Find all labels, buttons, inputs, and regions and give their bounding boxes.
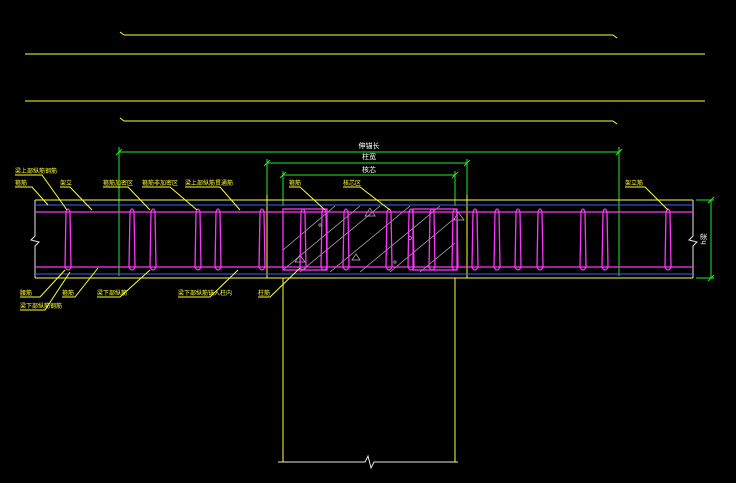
callout-top-mid-1: 箍筋加密区 xyxy=(103,179,133,187)
callout-bot-mid-3: 梁下部纵筋锚入柱内 xyxy=(178,289,232,297)
stirrup-1 xyxy=(64,208,72,271)
stirrup-15 xyxy=(493,208,501,271)
callout-core-2: 核芯区 xyxy=(343,179,361,187)
stirrup-19 xyxy=(601,208,609,271)
callout-bot-left-2: 梁下部纵筋钢筋 xyxy=(20,302,62,310)
callout-top-left-1: 梁上部纵筋钢筋 xyxy=(15,167,57,175)
callout-top-mid-3: 梁上部纵筋贯通筋 xyxy=(185,179,233,187)
stirrup-16 xyxy=(514,208,522,271)
core-stirrup-2 xyxy=(412,208,458,271)
stirrup-6 xyxy=(258,208,266,271)
callout-right-1: 架立筋 xyxy=(625,179,643,187)
stirrup-20 xyxy=(664,208,672,271)
callout-bot-mid-1: 箍筋 xyxy=(62,289,74,297)
core-stirrup-1 xyxy=(282,208,328,271)
callout-bot-col: 柱筋 xyxy=(258,289,270,297)
stirrup-18 xyxy=(579,208,587,271)
column-outline xyxy=(266,195,468,470)
stirrup-5 xyxy=(214,208,222,271)
right-break-line xyxy=(688,200,698,278)
left-break-line xyxy=(30,200,40,278)
dim-column-width-label: 柱宽 xyxy=(362,152,376,161)
stirrup-11 xyxy=(407,208,415,271)
beam-outline xyxy=(30,199,698,279)
callout-top-mid-2: 箍筋非加密区 xyxy=(142,179,178,187)
stirrup-3 xyxy=(149,208,157,271)
stirrup-4 xyxy=(194,208,202,271)
dim-beam-height-label: h梁 xyxy=(699,233,708,244)
callout-core-1: 箍筋 xyxy=(289,179,301,187)
stirrup-12 xyxy=(428,208,436,271)
stirrup-14 xyxy=(471,208,479,271)
stirrup-7 xyxy=(299,208,307,271)
stirrups xyxy=(64,208,672,271)
callout-top-left-3: 架立 xyxy=(60,179,72,187)
stirrup-17 xyxy=(536,208,544,271)
dim-core-label: 核芯 xyxy=(362,165,376,174)
leader-lines xyxy=(15,174,669,311)
callout-labels: 梁上部纵筋钢筋 箍筋 架立 箍筋加密区 箍筋非加密区 梁上部纵筋贯通筋 箍筋 核… xyxy=(15,167,643,310)
callout-bot-left-1: 腰筋 xyxy=(20,289,32,297)
callout-bot-mid-2: 梁下部纵筋 xyxy=(97,289,127,297)
top-reference-lines xyxy=(25,31,705,125)
dimension-beam-height: h梁 xyxy=(696,196,715,282)
stirrup-8 xyxy=(320,208,328,271)
column-break-line xyxy=(278,454,458,470)
dim-overall-label: 伸锚长 xyxy=(359,141,380,150)
core-hatch xyxy=(282,205,465,273)
stirrup-10 xyxy=(385,208,393,271)
dimension-column-width: 柱宽 xyxy=(263,152,471,195)
callout-top-left-2: 箍筋 xyxy=(15,179,27,187)
dimension-overall: 伸锚长 xyxy=(115,141,623,276)
stirrup-2 xyxy=(128,208,136,271)
stirrup-9 xyxy=(342,208,350,271)
